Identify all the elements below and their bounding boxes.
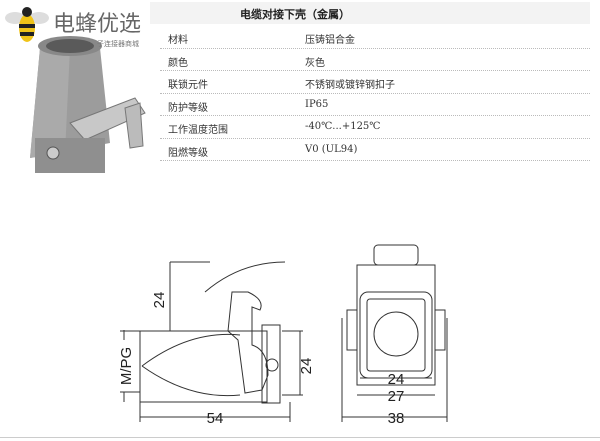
logo: 电蜂优选 子连接器商城	[5, 4, 141, 52]
row-value: V0 (UL94)	[305, 143, 358, 155]
table-row: 阻燃等级 V0 (UL94)	[160, 139, 590, 161]
row-label: 材料	[168, 35, 188, 46]
row-label: 颜色	[168, 57, 188, 69]
dim-side-height: 24	[151, 292, 168, 309]
table-title: 电缆对接下壳（金属）	[240, 8, 350, 21]
dim-front-inner: 24	[388, 371, 405, 388]
row-label: 阻燃等级	[168, 147, 208, 159]
row-label: 工作温度范围	[168, 125, 228, 136]
row-label: 防护等级	[168, 102, 208, 114]
technical-drawing: 24 54 M/PG 24 24 27 38	[118, 244, 448, 427]
row-value: 不锈钢或镀锌钢扣子	[305, 80, 395, 91]
bee-icon	[5, 7, 49, 42]
side-view	[120, 261, 303, 422]
spec-table: 材料 压铸铝合金 颜色 灰色 联锁元件 不锈钢或镀锌钢扣子 防护等级 IP65 工作温度…	[160, 26, 590, 161]
table-row: 工作温度范围 -40℃...+125℃	[160, 116, 590, 139]
row-value: 灰色	[305, 57, 325, 69]
table-row: 颜色 灰色	[160, 49, 590, 71]
table-row: 联锁元件 不锈钢或镀锌钢扣子	[160, 71, 590, 94]
dim-thread: M/PG	[118, 347, 135, 385]
dim-front-outer: 38	[388, 410, 405, 427]
front-view	[341, 244, 448, 422]
dim-side-mount: 24	[298, 358, 315, 375]
row-value: 压铸铝合金	[305, 35, 355, 46]
row-value: -40℃...+125℃	[305, 121, 381, 132]
logo-subtext: 子连接器商城	[97, 40, 139, 48]
logo-text: 电蜂优选	[53, 12, 142, 37]
product-photo	[15, 28, 155, 182]
row-label: 联锁元件	[168, 80, 208, 91]
table-row: 材料 压铸铝合金	[160, 26, 590, 49]
dim-front-mid: 27	[388, 388, 405, 405]
table-header: 电缆对接下壳（金属）	[150, 2, 590, 24]
table-row: 防护等级 IP65	[160, 94, 590, 116]
divider	[0, 437, 600, 438]
dim-side-length: 54	[207, 410, 224, 427]
row-value: IP65	[305, 98, 329, 110]
